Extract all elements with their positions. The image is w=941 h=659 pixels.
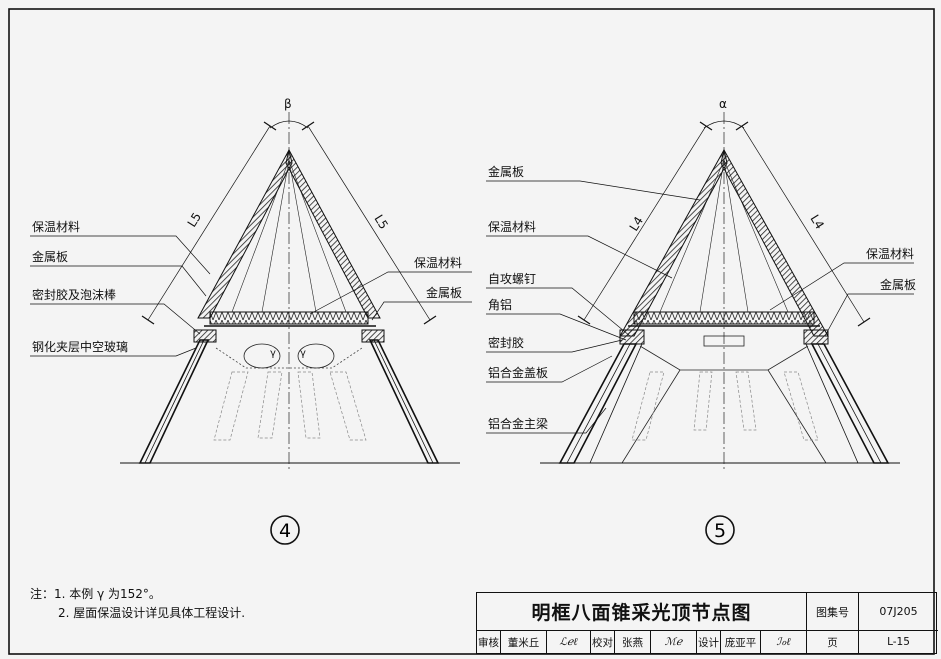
note-line-2: 2. 屋面保温设计详见具体工程设计. [58,606,246,620]
angle-beta-label: β [284,97,292,111]
detail-number-4: 4 [279,520,291,542]
angle-alpha-label: α [719,97,727,111]
atlas-label: 图集号 [807,593,859,631]
detail-5: L4 L4 α 金属板 保温材料 自攻螺钉 角铝 密封胶 铝合金盖板 铝合金主梁… [486,97,916,545]
metal-roof-right [285,148,381,319]
label-sealant-5: 密封胶 [488,335,524,350]
design-name: 庞亚平 [721,631,761,653]
label-metal-panel-l: 金属板 [32,249,68,264]
label-main-beam: 铝合金主梁 [488,416,548,431]
page-value: L-15 [887,636,910,648]
review-label: 审核 [477,631,501,653]
label-insulation-r: 保温材料 [414,256,462,270]
check-name: 张燕 [615,631,651,653]
check-label: 校对 [591,631,615,653]
label-insulation-r5: 保温材料 [866,247,914,261]
label-cover-plate: 铝合金盖板 [488,365,548,380]
page-label: 页 [807,631,859,653]
drawing-title: 明框八面锥采光顶节点图 [477,593,807,631]
label-insulation-5: 保温材料 [488,220,536,234]
atlas-value: 07J205 [859,593,938,631]
review-name: 董米丘 [501,631,547,653]
label-angle-alu: 角铝 [488,297,512,312]
sheet-frame [8,8,935,655]
label-screw: 自攻螺钉 [488,272,536,286]
note-line-1: 注：1. 本例 γ 为152°。 [30,587,161,601]
design-signature: ℐℴℓ [761,631,807,653]
detail-number-5: 5 [714,520,726,542]
label-metal-panel-r: 金属板 [426,285,462,300]
label-glass: 钢化夹层中空玻璃 [32,339,128,354]
angle-gamma-left: γ [270,348,276,359]
label-insulation-l: 保温材料 [32,220,80,234]
dim-left-label: L5 [185,210,204,230]
label-metal-panel-5: 金属板 [488,164,524,179]
label-sealant-foam: 密封胶及泡沫棒 [32,287,116,302]
design-label: 设计 [697,631,721,653]
detail-number-circle-5 [705,515,735,545]
check-signature: ℳℯ [651,631,697,653]
label-metal-panel-r5: 金属板 [880,277,916,292]
metal-roof-left [197,148,293,319]
review-signature: ℒℯℓ [547,631,591,653]
dim-right-label-5: L4 [807,212,826,232]
insulation-layer-5 [633,311,815,325]
dim-left-label-5: L4 [627,214,646,234]
angle-gamma-right: γ [300,348,306,359]
insulation-layer [209,311,369,325]
detail-number-circle-4 [270,515,300,545]
title-block: 明框八面锥采光顶节点图 图集号 07J205 审核 董米丘 ℒℯℓ 校对 张燕 … [476,592,938,654]
detail-4: L5 L5 β γ γ 保温材料 金属板 密封胶及泡沫棒 钢化夹层中空玻璃 保温… [30,97,472,545]
dim-right-label: L5 [371,212,390,232]
